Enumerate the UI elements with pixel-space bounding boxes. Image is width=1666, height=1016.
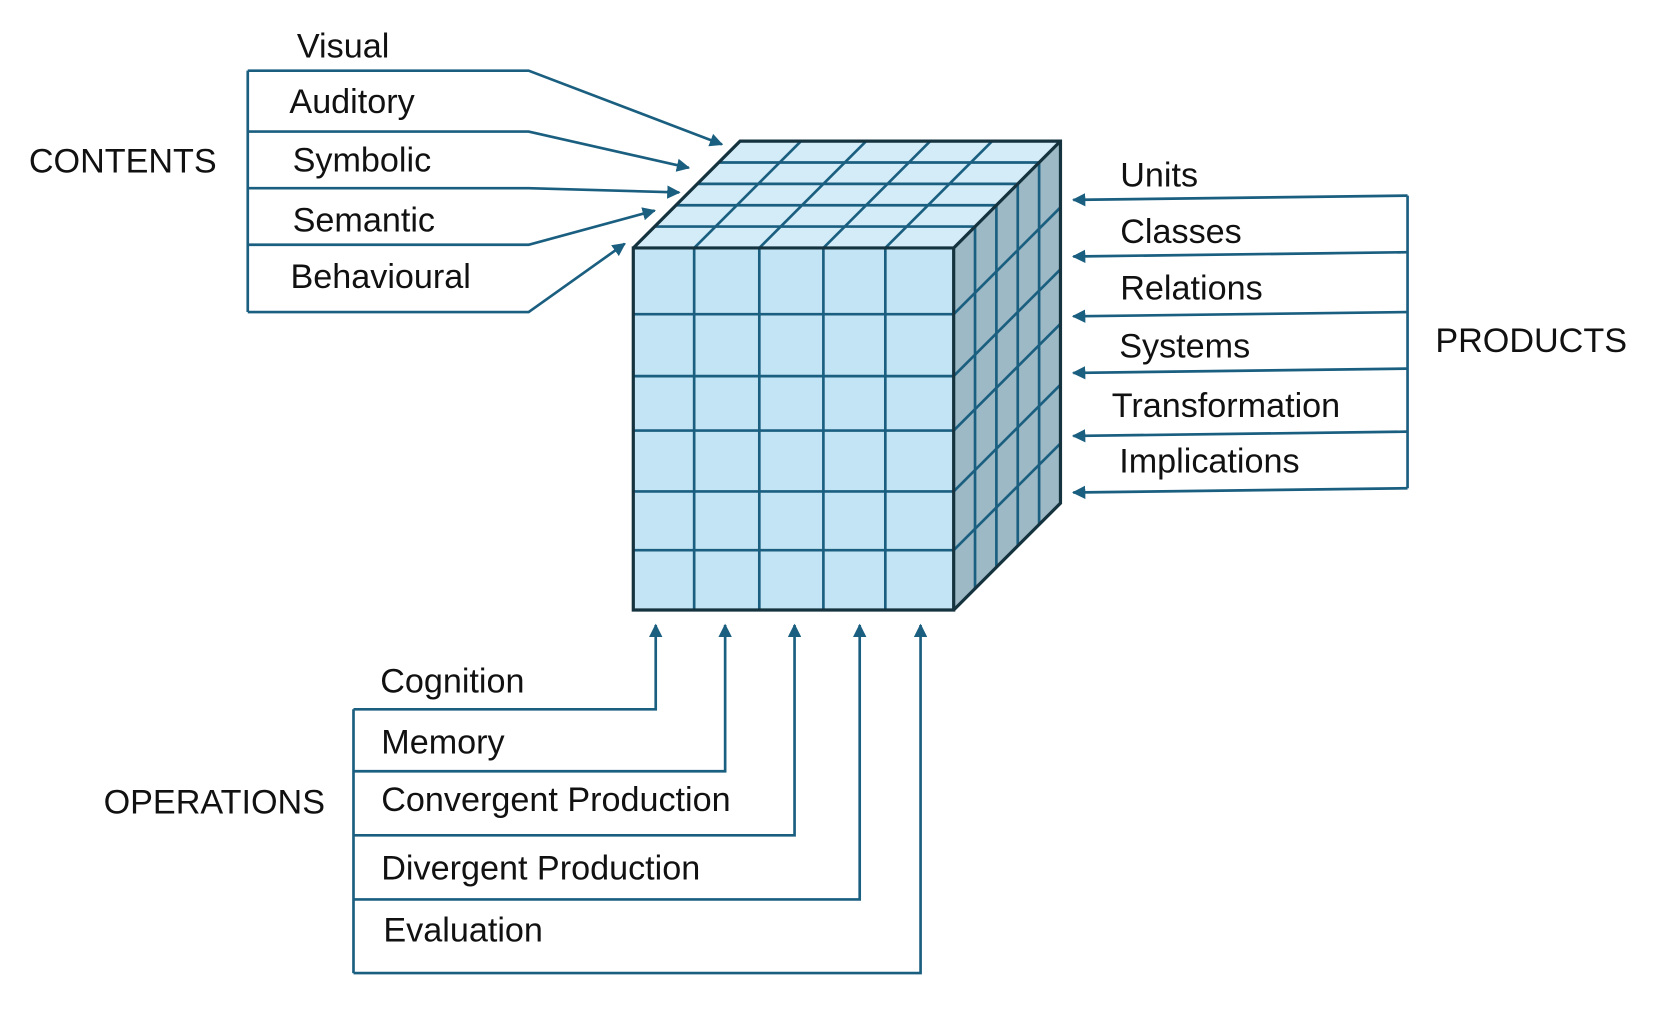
- operations-arrow: [353, 623, 802, 837]
- cube-side-gridline: [952, 206, 1062, 316]
- products-item-transformation: Transformation: [1112, 387, 1340, 425]
- cube-top-gridline: [758, 140, 868, 249]
- contents-item-visual: Visual: [297, 27, 389, 65]
- operations-arrow: [353, 623, 732, 773]
- contents-connectors: [246, 69, 724, 314]
- cube-side-gridline: [952, 268, 1062, 378]
- cube-side-gridline: [952, 383, 1062, 493]
- operations-arrow: [353, 623, 928, 975]
- contents-item-semantic: Semantic: [293, 201, 435, 239]
- contents-item-auditory: Auditory: [289, 83, 415, 121]
- products-arrow: [1071, 429, 1408, 443]
- products-arrow: [1071, 485, 1408, 500]
- operations-arrow: [353, 623, 663, 711]
- products-item-units: Units: [1120, 157, 1198, 195]
- contents-arrow: [247, 69, 724, 147]
- cube-side-gridline: [952, 322, 1062, 432]
- products-arrow: [1071, 249, 1408, 264]
- contents-arrow: [247, 207, 656, 247]
- products-arrow: [1071, 309, 1408, 323]
- operations-item-divergent-production: Divergent Production: [381, 850, 700, 888]
- products-item-implications: Implications: [1119, 443, 1299, 481]
- contents-group: CONTENTS Visual Auditory Symbolic Semant…: [29, 27, 724, 314]
- cube-side-gridline: [952, 442, 1062, 552]
- contents-arrow: [247, 130, 691, 172]
- operations-group: OPERATIONS Cognition Memory Convergent P…: [104, 623, 928, 975]
- contents-item-behavioural: Behavioural: [290, 258, 470, 296]
- contents-title: CONTENTS: [29, 143, 217, 181]
- products-connectors: [1071, 193, 1409, 500]
- products-group: PRODUCTS Units Classes Relations Systems…: [1071, 157, 1627, 500]
- operations-item-cognition: Cognition: [380, 663, 524, 701]
- cube: [631, 139, 1063, 612]
- operations-connectors: [352, 623, 928, 975]
- cube-top-gridline: [884, 140, 994, 249]
- products-item-systems: Systems: [1119, 327, 1250, 365]
- operations-title: OPERATIONS: [104, 783, 325, 821]
- operations-item-evaluation: Evaluation: [383, 912, 543, 950]
- contents-item-symbolic: Symbolic: [293, 142, 432, 180]
- cube-outline: [631, 139, 1063, 612]
- cube-top-gridline: [693, 140, 802, 249]
- operations-item-memory: Memory: [381, 724, 505, 762]
- operations-arrow: [353, 623, 867, 901]
- contents-arrow: [247, 185, 681, 199]
- products-title: PRODUCTS: [1435, 322, 1627, 360]
- products-item-relations: Relations: [1120, 270, 1262, 308]
- cube-front-face: [633, 247, 954, 610]
- operations-item-convergent-production: Convergent Production: [381, 781, 730, 819]
- cube-top-face: [633, 141, 1061, 248]
- products-item-classes: Classes: [1120, 213, 1241, 251]
- contents-arrow: [247, 242, 626, 314]
- products-arrow: [1071, 366, 1408, 380]
- cube-top-gridline: [822, 140, 932, 249]
- products-arrow: [1071, 193, 1408, 207]
